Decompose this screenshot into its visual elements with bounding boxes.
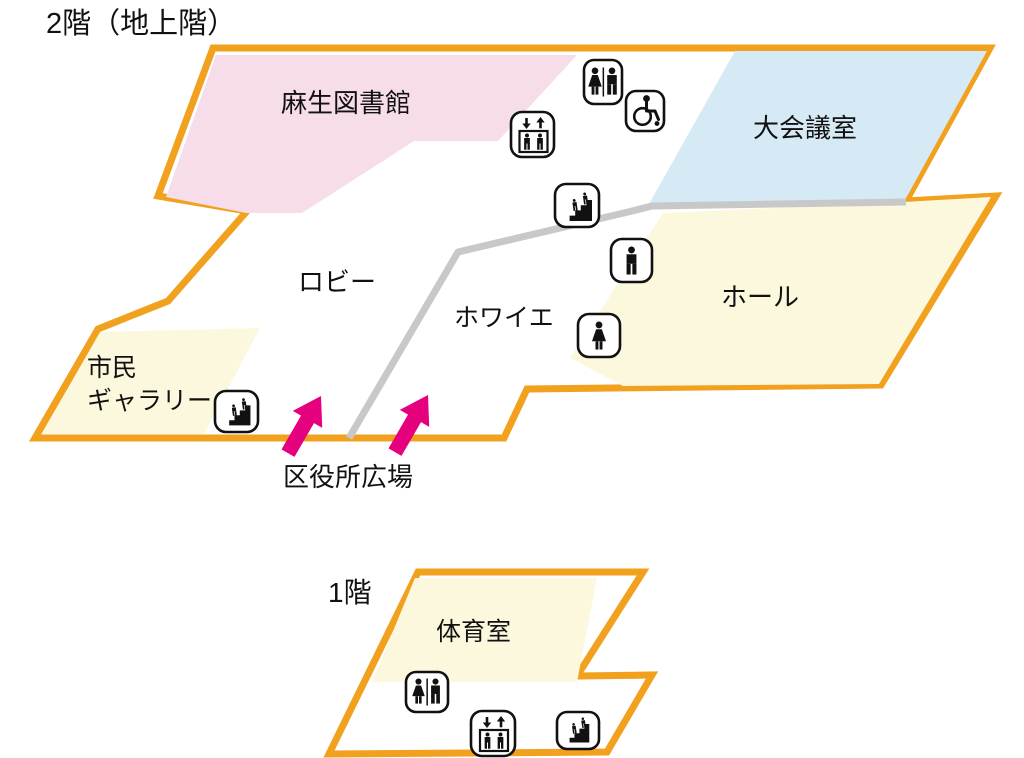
gallery-region <box>42 328 260 434</box>
mens-toilet-icon <box>609 237 654 284</box>
floor2-title: 2階（地上階） <box>46 7 236 40</box>
elevator-icon <box>469 709 517 758</box>
entrance-arrow-icon <box>388 395 430 456</box>
library-label: 麻生図書館 <box>281 88 411 118</box>
toilet-icon <box>582 58 624 106</box>
gym-region <box>372 578 597 682</box>
stairs-icon <box>213 389 260 434</box>
floor1-title: 1階 <box>328 577 372 608</box>
gallery-label-line1: 市民 <box>87 354 137 382</box>
lobby-label: ロビー <box>298 267 376 297</box>
womens-toilet-icon <box>576 312 622 359</box>
gym-label: 体育室 <box>436 618 511 646</box>
gallery-label-line2: ギャラリー <box>87 387 212 415</box>
floor2-plan: 2階（地上階） 麻生図書館 大会議室 ロビー ホワイエ ホール 市民 ギャラリー… <box>28 7 1003 492</box>
plaza-label: 区役所広場 <box>283 462 413 492</box>
conference-label: 大会議室 <box>753 113 857 143</box>
entrance-arrow-icon <box>281 396 323 457</box>
corridor-path <box>345 198 907 440</box>
conference-region <box>649 51 987 204</box>
wheelchair-accessible-icon <box>624 89 666 133</box>
elevator-icon <box>509 110 556 159</box>
hall-label: ホール <box>721 282 799 312</box>
stairs-icon <box>553 182 601 229</box>
hall-region <box>570 197 991 386</box>
toilet-icon <box>404 670 450 714</box>
floor1-plan: 1階 体育室 <box>323 568 659 758</box>
stairs-icon <box>555 710 601 751</box>
library-region <box>166 55 577 213</box>
foyer-label: ホワイエ <box>454 304 554 332</box>
